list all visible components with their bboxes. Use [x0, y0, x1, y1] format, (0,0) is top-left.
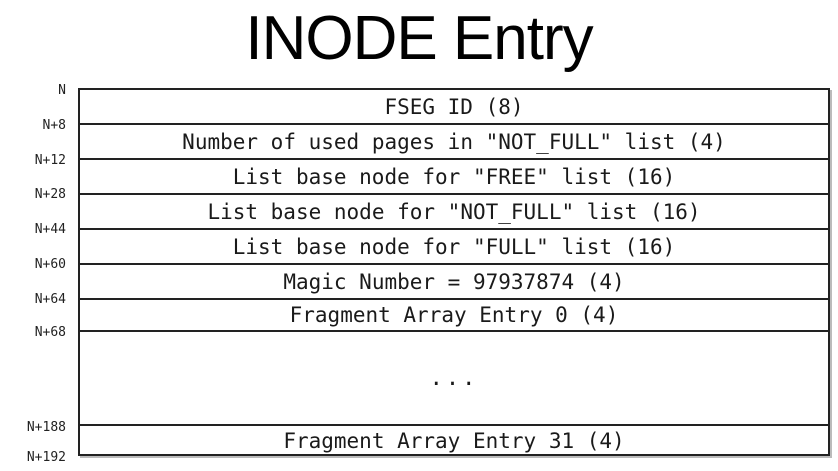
offset-label: N — [58, 83, 66, 98]
row-magic-number: Magic Number = 97937874 (4) — [80, 265, 828, 300]
offset-label: N+28 — [34, 187, 66, 202]
row-ellipsis: ... — [80, 332, 828, 426]
offset-label: N+188 — [26, 420, 66, 435]
row-not-full-list-base: List base node for "NOT_FULL" list (16) — [80, 195, 828, 230]
row-free-list-base: List base node for "FREE" list (16) — [80, 160, 828, 195]
row-fragment-entry-31: Fragment Array Entry 31 (4) — [283, 429, 625, 453]
diagram-title: INODE Entry — [245, 4, 593, 73]
offset-label: N+44 — [34, 222, 66, 237]
offset-label: N+192 — [26, 450, 66, 465]
offset-label: N+8 — [42, 118, 66, 133]
row-fseg-id: FSEG ID (8) — [80, 90, 828, 125]
offset-label: N+60 — [34, 257, 66, 272]
offset-label: N+64 — [34, 292, 66, 307]
offset-label: N+68 — [34, 325, 66, 340]
row-used-pages-count: Number of used pages in "NOT_FULL" list … — [80, 125, 828, 160]
row-full-list-base: List base node for "FULL" list (16) — [80, 230, 828, 265]
row-fragment-entry-0: Fragment Array Entry 0 (4) — [80, 300, 828, 332]
offset-label: N+12 — [34, 153, 66, 168]
inode-structure-table: FSEG ID (8) Number of used pages in "NOT… — [78, 88, 830, 456]
